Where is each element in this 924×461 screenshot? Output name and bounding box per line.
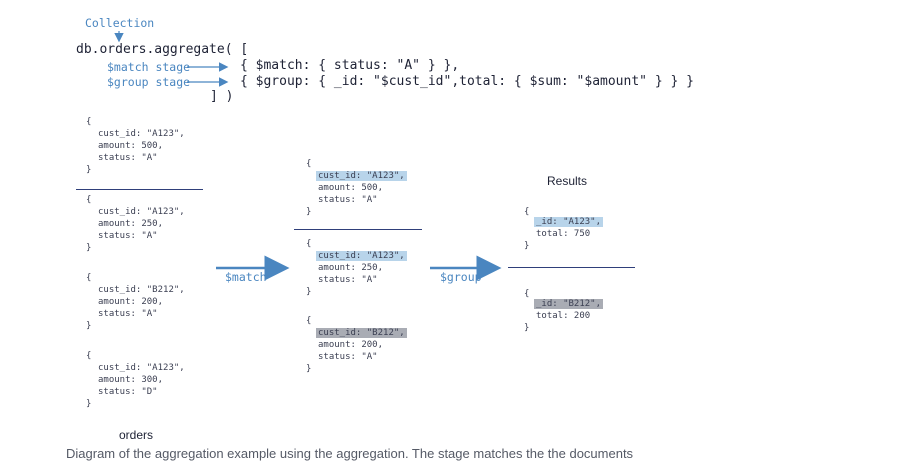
order-document: { cust_id: "A123", amount: 300, status: … xyxy=(76,345,203,425)
id-highlight: _id: "A123", xyxy=(534,217,604,227)
matched-document: { cust_id: "A123", amount: 500, status: … xyxy=(294,150,422,230)
results-label: Results xyxy=(547,174,588,188)
cust-id-highlight: cust_id: "A123", xyxy=(316,251,407,261)
matched-document: { cust_id: "B212", amount: 200, status: … xyxy=(294,308,422,385)
match-stage-code: { $match: { status: "A" } }, xyxy=(240,58,460,73)
cust-id-highlight: cust_id: "A123", xyxy=(316,171,407,181)
result-document: { _id: "B212", total: 200 } xyxy=(508,268,635,345)
match-stage-label: $match stage xyxy=(107,60,191,74)
orders-label: orders xyxy=(119,428,154,442)
orders-collection-box: { cust_id: "A123", amount: 500, status: … xyxy=(76,110,203,425)
aggregate-close-line: ] ) xyxy=(210,89,234,104)
group-stage-label: $group stage xyxy=(107,75,191,89)
match-arrow-label: $match xyxy=(225,270,267,284)
aggregate-open-line: db.orders.aggregate( [ xyxy=(76,42,249,57)
order-document: { cust_id: "A123", amount: 500, status: … xyxy=(76,110,203,190)
order-document: { cust_id: "B212", amount: 200, status: … xyxy=(76,267,203,346)
cust-id-highlight: cust_id: "B212", xyxy=(316,328,407,338)
result-document: { _id: "A123", total: 750 } xyxy=(508,188,635,268)
results-box: { _id: "A123", total: 750 } { _id: "B212… xyxy=(508,188,635,345)
group-arrow-label: $group xyxy=(440,270,482,284)
order-document: { cust_id: "A123", amount: 250, status: … xyxy=(76,190,203,268)
group-stage-code: { $group: { _id: "$cust_id",total: { $su… xyxy=(240,74,694,89)
id-highlight: _id: "B212", xyxy=(534,299,604,309)
matched-documents-box: { cust_id: "A123", amount: 500, status: … xyxy=(294,150,422,385)
collection-label: Collection xyxy=(85,16,155,30)
matched-document: { cust_id: "A123", amount: 250, status: … xyxy=(294,230,422,309)
